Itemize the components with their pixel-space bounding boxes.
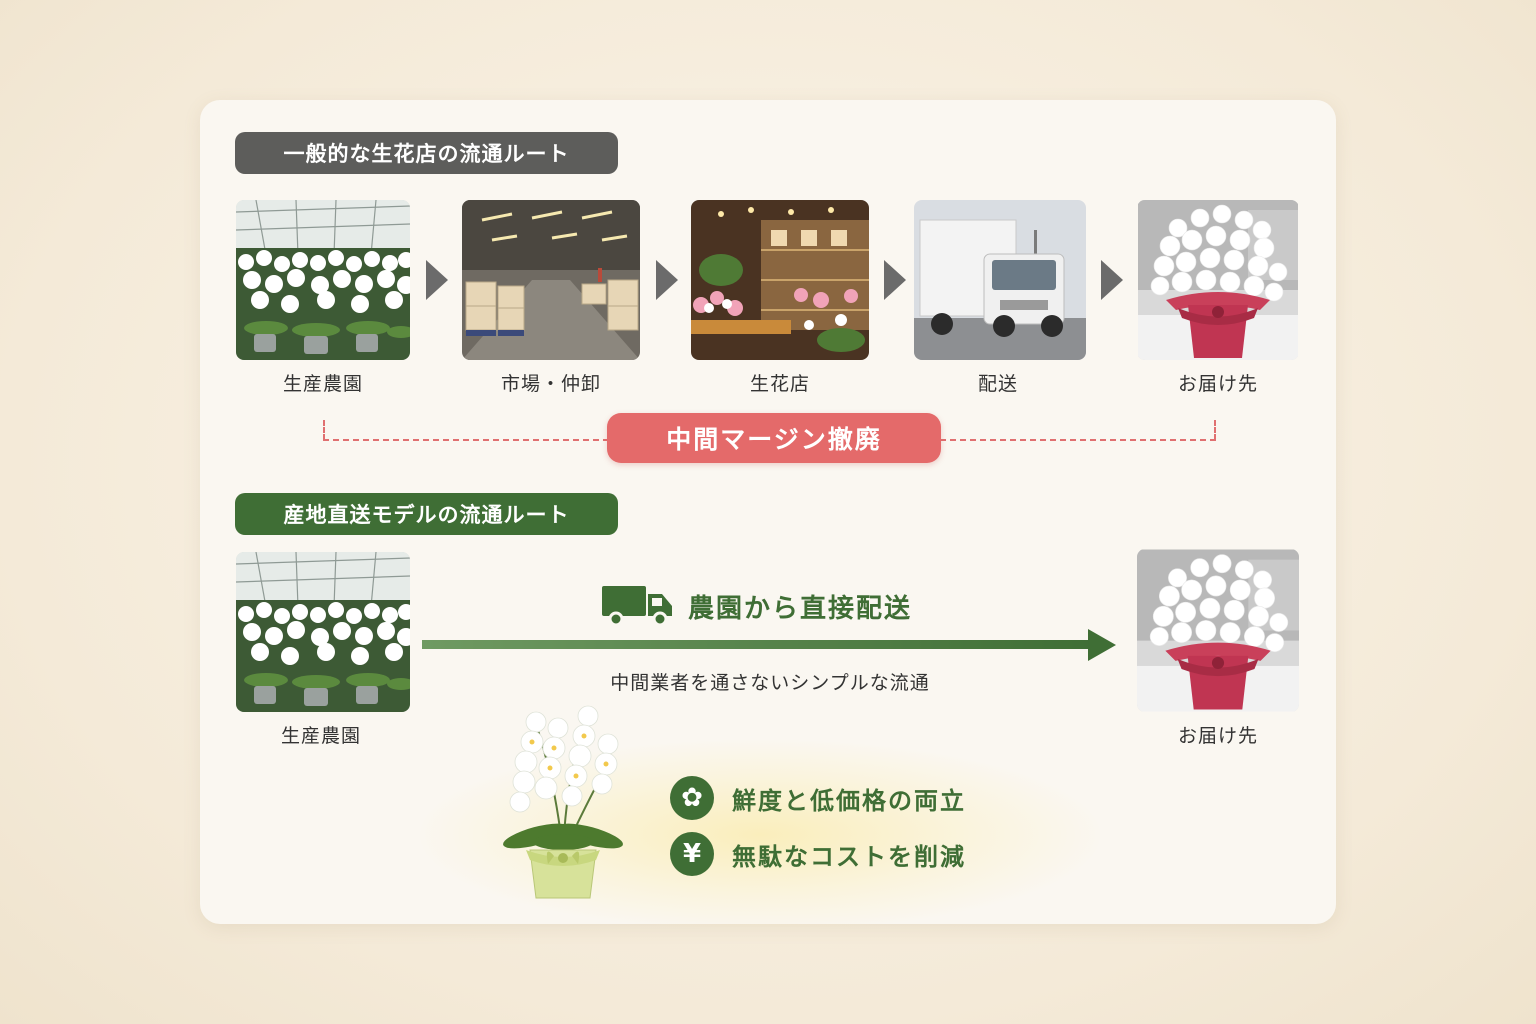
step-label-flower-shop: 生花店 xyxy=(749,373,810,395)
direct-label-recipient: お届け先 xyxy=(1177,725,1258,747)
yen-icon: ¥ xyxy=(670,832,714,876)
orchid-illustration xyxy=(503,705,623,899)
direct-route-title: 産地直送モデルの流通ルート xyxy=(235,493,618,535)
step-label-delivery: 配送 xyxy=(977,373,1018,395)
flower-shop-photo xyxy=(691,200,869,360)
delivery-truck-photo xyxy=(914,200,1086,360)
direct-label-farm: 生産農園 xyxy=(280,725,361,747)
step-label-recipient: お届け先 xyxy=(1177,373,1258,395)
chevron-right-icon xyxy=(426,260,448,300)
step-label-farm: 生産農園 xyxy=(282,373,363,395)
direct-delivery-subtitle: 中間業者を通さないシンプルな流通 xyxy=(610,672,930,694)
margin-elimination-badge: 中間マージン撤廃 xyxy=(607,413,941,463)
direct-arrow xyxy=(422,629,1116,661)
direct-delivery-title: 農園から直接配送 xyxy=(688,594,913,624)
diagram-card: 一般的な生花店の流通ルート 生産農園 市場・仲卸 xyxy=(200,100,1336,930)
market-photo xyxy=(462,200,640,360)
dashed-connector-right xyxy=(1214,420,1216,440)
dashed-connector-left xyxy=(323,420,325,440)
benefit-cost: ¥ 無駄なコストを削減 xyxy=(670,832,966,876)
flower-icon: ✿ xyxy=(670,776,714,820)
chevron-right-icon xyxy=(884,260,906,300)
recipient-orchid-photo-direct xyxy=(1137,549,1299,712)
farm-photo xyxy=(236,200,410,360)
recipient-orchid-photo xyxy=(1137,200,1299,360)
chevron-right-icon xyxy=(1101,260,1123,300)
dashed-line-left xyxy=(323,439,609,441)
conventional-route-title: 一般的な生花店の流通ルート xyxy=(235,132,618,174)
chevron-right-icon xyxy=(656,260,678,300)
farm-photo-direct xyxy=(236,552,410,712)
benefit-freshness-text: 鮮度と低価格の両立 xyxy=(732,786,966,815)
benefit-freshness: ✿ 鮮度と低価格の両立 xyxy=(670,776,966,820)
benefit-cost-text: 無駄なコストを削減 xyxy=(732,842,966,871)
dashed-line-right xyxy=(940,439,1216,441)
truck-icon xyxy=(602,586,672,627)
step-label-market: 市場・仲卸 xyxy=(500,373,601,395)
